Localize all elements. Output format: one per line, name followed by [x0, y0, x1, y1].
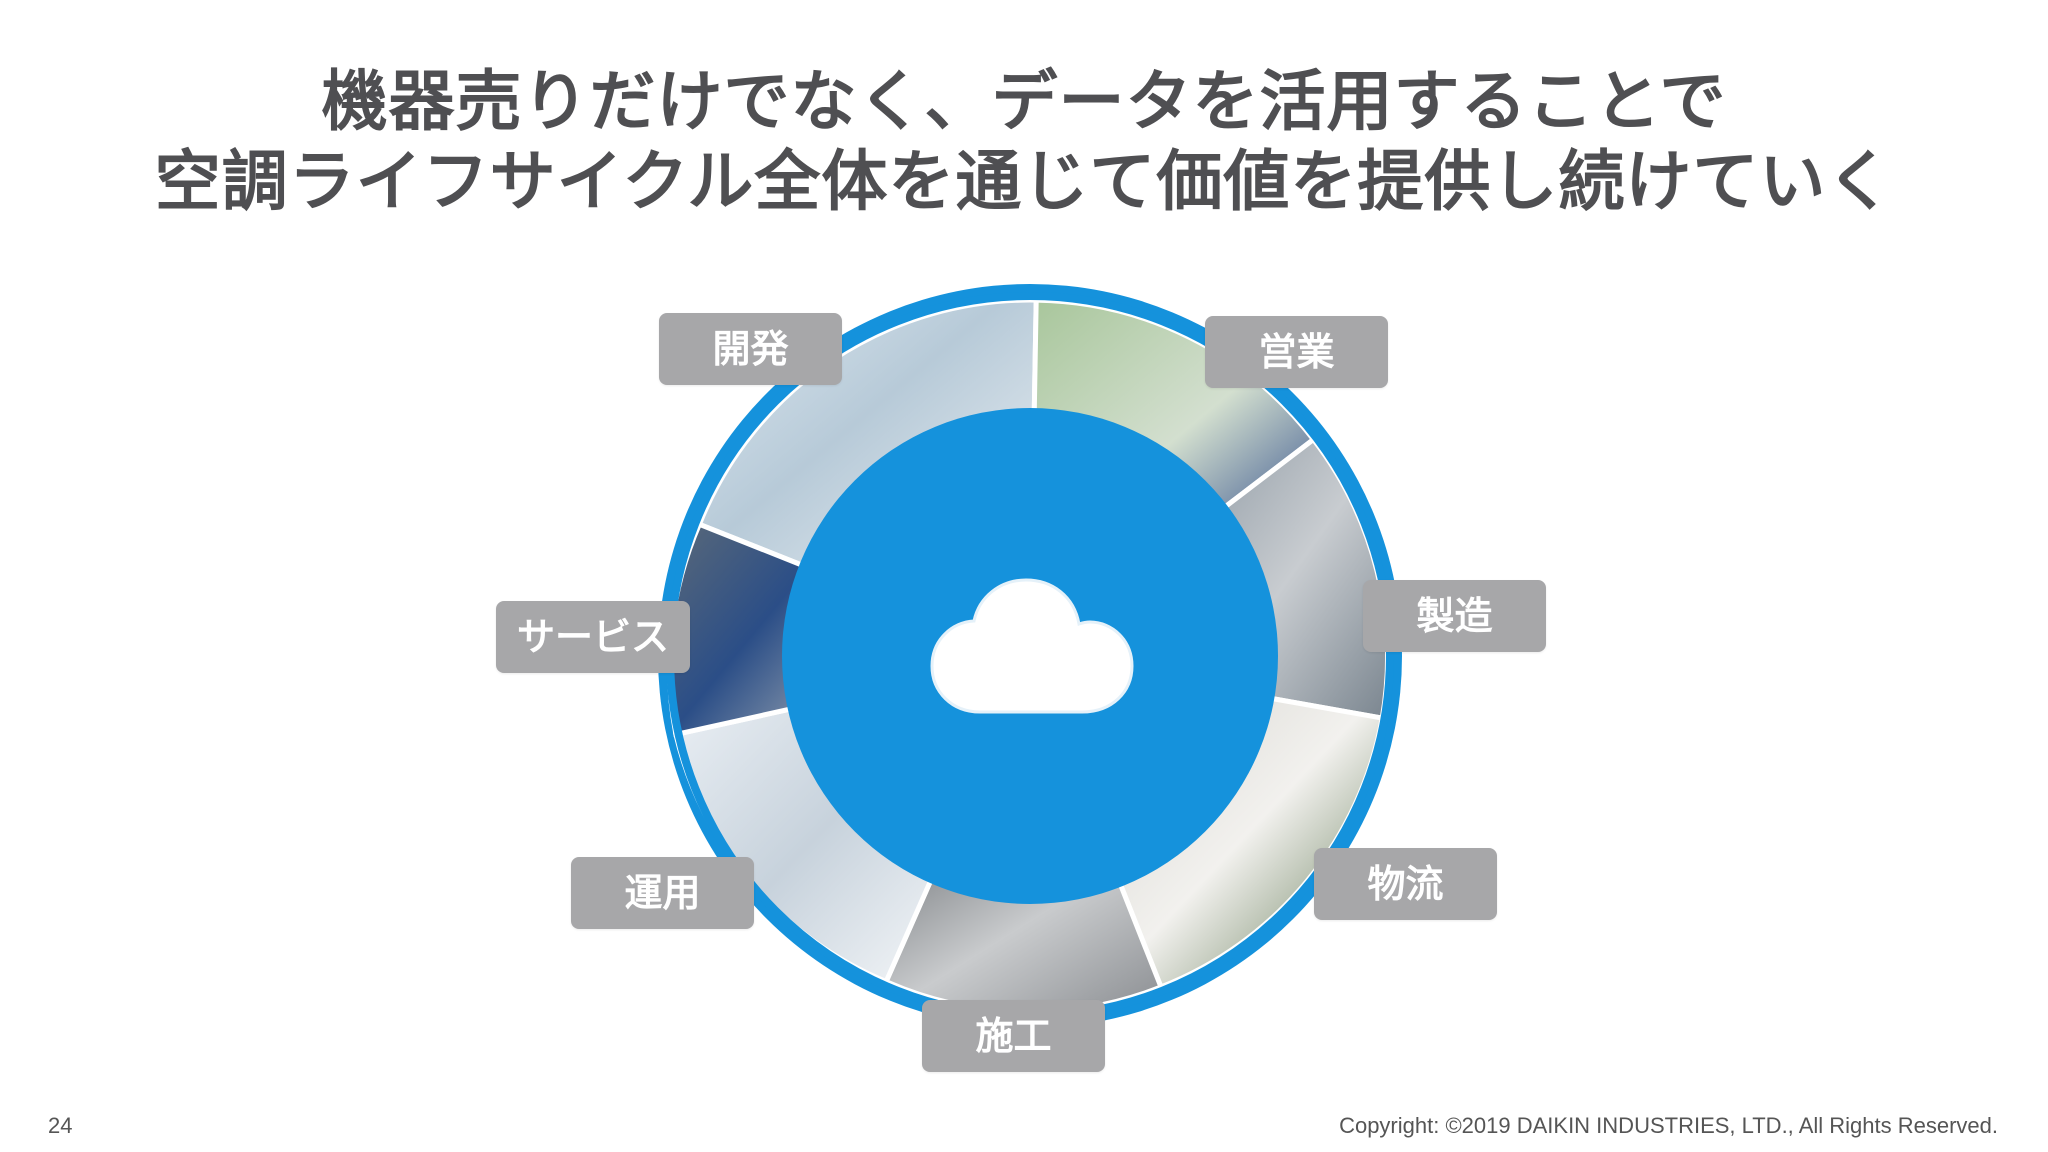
stage-label-construction: 施工 [922, 1000, 1105, 1072]
cloud-icon [930, 578, 1134, 714]
stage-label-development: 開発 [659, 313, 842, 385]
copyright-notice: Copyright: ©2019 DAIKIN INDUSTRIES, LTD.… [1339, 1113, 1998, 1138]
stage-label-manufacturing: 製造 [1363, 580, 1546, 652]
page-number: 24 [48, 1113, 73, 1138]
stage-label-logistics: 物流 [1314, 848, 1497, 920]
stage-label-operation: 運用 [571, 857, 754, 929]
stage-label-service: サービス [496, 601, 690, 673]
slide-title-line-1: 機器売りだけでなく、データを活用することで [321, 63, 1727, 140]
slide-title-line-2: 空調ライフサイクル全体を通じて価値を提供し続けていく [154, 143, 1894, 220]
stage-label-sales: 営業 [1205, 316, 1388, 388]
